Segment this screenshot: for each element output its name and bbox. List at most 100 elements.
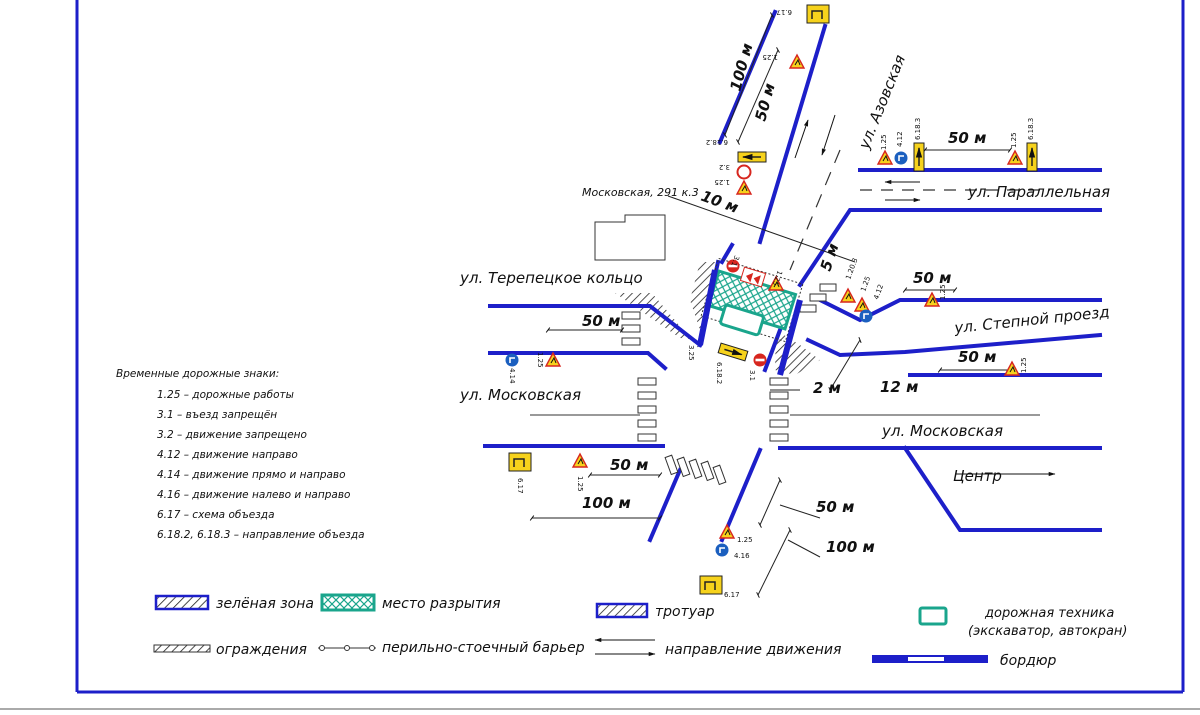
- roadwork-sign-icon: [736, 180, 752, 195]
- detour-sign-icon: [699, 575, 723, 595]
- svg-text:1.20.3: 1.20.3: [844, 257, 859, 281]
- crosswalks: [621, 283, 837, 486]
- excavator-icon: [719, 303, 765, 337]
- roadwork-sign-icon: [854, 297, 870, 312]
- lane-markings: [530, 114, 1056, 477]
- dim-100-bottom: 100 м: [826, 538, 875, 556]
- svg-text:1.25: 1.25: [880, 134, 888, 150]
- street-moskovskaya-left: ул. Московская: [459, 386, 581, 404]
- symbol-legend: зелёная зона место разрытия тротуар доро…: [153, 593, 1128, 669]
- address-label: Московская, 291 к.3: [582, 186, 699, 199]
- dim-50-stepnoy: 50 м: [913, 269, 951, 287]
- legend-sidewalk: тротуар: [655, 604, 715, 620]
- dim-50-right-low: 50 м: [958, 348, 996, 366]
- roadwork-sign-icon: [572, 453, 588, 468]
- green-zone-swatch: [154, 594, 210, 611]
- svg-text:1.25: 1.25: [576, 476, 584, 492]
- dim-50-bottom: 50 м: [816, 498, 854, 516]
- legend-green-zone: зелёная зона: [216, 596, 314, 612]
- roadwork-sign-icon: [1007, 150, 1023, 165]
- svg-text:3.2: 3.2: [719, 163, 730, 171]
- svg-text:6.18.2: 6.18.2: [706, 138, 728, 146]
- sign-legend-item: 4.16 – движение налево и направо: [157, 489, 350, 501]
- detour-direction-sign-icon: [738, 152, 766, 162]
- dim-12: 12 м: [880, 378, 918, 396]
- dimension-lines: [529, 12, 1013, 598]
- detour-direction-sign-icon: [914, 143, 924, 171]
- sign-legend-title: Временные дорожные знаки:: [116, 368, 279, 380]
- direction-center: Центр: [953, 467, 1002, 485]
- svg-text:6.17: 6.17: [724, 591, 740, 599]
- dim-50-top: 50 м: [751, 81, 778, 123]
- svg-text:1.25: 1.25: [737, 536, 753, 544]
- roadwork-sign-icon: [719, 524, 735, 539]
- legend-equipment-detail: (экскаватор, автокран): [968, 624, 1128, 639]
- svg-text:1.25: 1.25: [771, 269, 784, 286]
- detour-sign-icon: [508, 452, 532, 472]
- roadwork-sign-icon: [1004, 361, 1020, 376]
- building: [594, 214, 666, 261]
- svg-text:1.25: 1.25: [939, 284, 947, 300]
- svg-text:1.25: 1.25: [762, 53, 778, 61]
- street-stepnoy: ул. Степной проезд: [953, 303, 1111, 337]
- legend-equipment: дорожная техника: [984, 606, 1114, 621]
- detour-sign-icon: [806, 4, 830, 24]
- svg-text:1.25: 1.25: [859, 275, 872, 292]
- road-signs: 6.17 1.25 6.18.2 3.2 1.25 1.25 4.12 6.18…: [504, 4, 1038, 599]
- svg-text:1.25: 1.25: [1010, 132, 1018, 148]
- turn-right-sign-icon: [858, 308, 874, 324]
- svg-text:3.1: 3.1: [729, 254, 740, 267]
- detour-direction-sign-icon: [1027, 143, 1037, 171]
- svg-text:1.25: 1.25: [714, 178, 730, 186]
- legend-dig-site: место разрытия: [382, 596, 501, 612]
- svg-text:4.12: 4.12: [872, 283, 885, 300]
- street-parallelnaya: ул. Параллельная: [967, 183, 1110, 201]
- svg-text:4.12: 4.12: [896, 131, 904, 147]
- no-vehicles-sign-icon: [736, 164, 752, 180]
- legend-direction: направление движения: [665, 642, 841, 658]
- sign-legend-item: 6.17 – схема объезда: [157, 509, 275, 521]
- street-terepetskoe: ул. Терепецкое кольцо: [459, 269, 643, 287]
- left-right-sign-icon: [714, 542, 730, 558]
- svg-text:6.17: 6.17: [776, 8, 792, 16]
- street-moskovskaya-right: ул. Московская: [881, 422, 1003, 440]
- svg-text:6.18.2: 6.18.2: [715, 362, 723, 384]
- dim-50-left-low: 50 м: [610, 456, 648, 474]
- legend-fence: ограждения: [216, 642, 307, 658]
- sign-legend-item: 1.25 – дорожные работы: [157, 389, 294, 401]
- sidewalk-swatch: [595, 602, 649, 619]
- svg-text:3.1: 3.1: [748, 370, 756, 381]
- sign-legend: Временные дорожные знаки: 1.25 – дорожны…: [116, 368, 365, 541]
- dig-site-swatch: [320, 593, 376, 612]
- sign-legend-item: 3.1 – въезд запрещён: [157, 409, 277, 421]
- sign-legend-item: 6.18.2, 6.18.3 – направление объезда: [157, 529, 365, 541]
- dim-100-left: 100 м: [582, 494, 631, 512]
- svg-text:6.18.3: 6.18.3: [914, 118, 922, 140]
- roadwork-sign-icon: [789, 54, 805, 69]
- svg-text:1.25: 1.25: [536, 352, 544, 368]
- chevron-sign-icon: [739, 266, 767, 288]
- straight-right-sign-icon: [504, 352, 520, 368]
- dim-50-right-top: 50 м: [948, 129, 986, 147]
- svg-text:3.25: 3.25: [687, 345, 695, 361]
- legend-barrier: перильно-стоечный барьер: [382, 640, 585, 656]
- turn-right-sign-icon: [893, 150, 909, 166]
- dim-5: 5 м: [817, 241, 843, 273]
- svg-text:6.17: 6.17: [516, 478, 524, 494]
- svg-text:4.16: 4.16: [734, 552, 750, 560]
- fence-swatch: [153, 644, 211, 653]
- sign-legend-item: 4.14 – движение прямо и направо: [157, 469, 346, 481]
- roadwork-sign-icon: [877, 150, 893, 165]
- dim-10: 10 м: [699, 187, 741, 217]
- detour-direction-sign-icon: [718, 343, 748, 361]
- legend-curb: бордюр: [1000, 653, 1057, 669]
- no-entry-sign-icon: [753, 353, 767, 367]
- fence-left: [697, 269, 718, 346]
- crossing-sign-icon: [840, 288, 856, 303]
- svg-text:1.25: 1.25: [1020, 357, 1028, 373]
- sign-legend-item: 4.12 – движение направо: [157, 449, 298, 461]
- fence-right: [777, 299, 803, 376]
- equipment-icon: [918, 606, 948, 626]
- dim-50-left: 50 м: [582, 312, 620, 330]
